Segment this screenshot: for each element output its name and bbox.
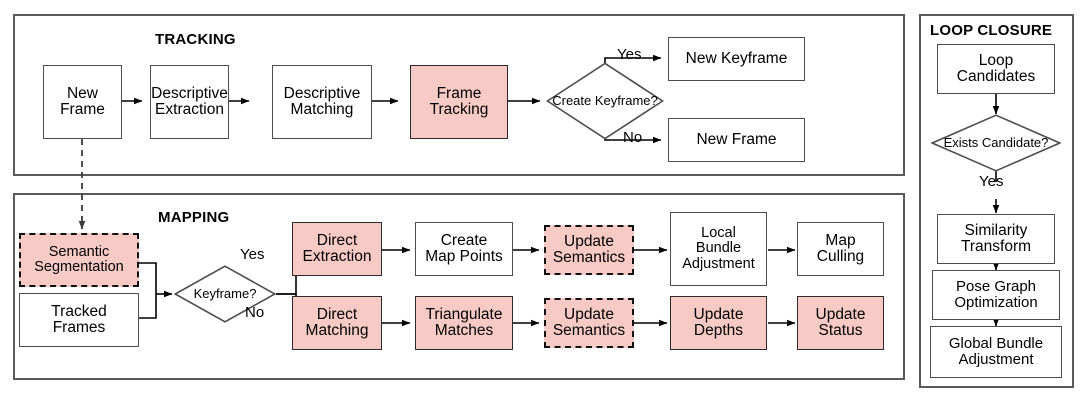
node-label-line2: Status (818, 322, 863, 339)
edge-label-yes-loop-closure: Yes (979, 173, 1004, 190)
node-create-map-points[interactable]: Create Map Points (415, 222, 513, 276)
node-semantic-segmentation[interactable]: Semantic Segmentation (19, 233, 139, 287)
node-direct-extraction[interactable]: Direct Extraction (292, 222, 382, 276)
node-label-line1: Update (564, 232, 614, 250)
node-label-line1: New (66, 84, 98, 102)
node-label-line2: Depths (693, 322, 744, 339)
decision-label: Exists Candidate? (944, 136, 1049, 149)
node-label-line1: New Keyframe (685, 49, 788, 67)
decision-label-line1: Exists (943, 135, 979, 151)
node-label-line2: Matching (290, 101, 354, 118)
node-label-line1: Descriptive (283, 84, 361, 102)
node-label-line1: Direct (316, 305, 358, 323)
diamond-shape (174, 265, 276, 323)
node-descriptive-extraction[interactable]: Descriptive Extraction (150, 65, 229, 139)
node-label-line1: Tracked (51, 302, 107, 320)
node-label-line2: Adjustment (958, 351, 1034, 368)
edge-label-yes-tracking: Yes (617, 46, 642, 63)
node-label-line2: Extraction (155, 101, 224, 118)
panel-title-tracking: TRACKING (155, 31, 236, 48)
node-label-line1: Local (701, 225, 736, 242)
node-label-line2: Matching (305, 322, 369, 339)
node-label-line1: New Frame (696, 130, 777, 148)
node-label-line1: Frame (436, 84, 482, 102)
node-label-line1: Update (693, 305, 744, 323)
node-label-line1: Similarity (964, 221, 1028, 239)
node-tracked-frames[interactable]: Tracked Frames (19, 293, 139, 347)
node-label-line1: Update (564, 305, 614, 323)
node-label-line2: Candidates (956, 68, 1036, 85)
node-similarity-transform[interactable]: Similarity Transform (937, 214, 1055, 264)
diamond-shape (546, 62, 664, 140)
node-loop-candidates[interactable]: Loop Candidates (937, 44, 1055, 94)
node-label-line1: Global Bundle (948, 335, 1044, 353)
node-direct-matching[interactable]: Direct Matching (292, 296, 382, 350)
node-map-culling[interactable]: Map Culling (797, 222, 884, 276)
node-label-line1: Create (440, 231, 488, 249)
node-label-line1: Loop (978, 51, 1014, 69)
node-global-bundle-adjustment[interactable]: Global Bundle Adjustment (930, 326, 1062, 378)
node-label-line1: Descriptive (151, 84, 228, 102)
node-label-line2: Culling (816, 248, 865, 265)
decision-label-line1: Create (552, 93, 592, 109)
node-label-line2: Tracking (429, 101, 489, 118)
node-label-line3: Adjustment (682, 255, 755, 272)
node-update-semantics-bottom[interactable]: Update Semantics (544, 298, 634, 348)
decision-label: Keyframe? (194, 287, 257, 300)
node-label-line2: Optimization (954, 294, 1038, 311)
decision-label-line2: Candidate? (981, 135, 1049, 151)
edge-label-no-tracking: No (623, 129, 643, 146)
node-label-line2: Map Points (425, 248, 503, 265)
node-label-line2: Frames (52, 319, 106, 336)
node-pose-graph-optimization[interactable]: Pose Graph Optimization (932, 270, 1060, 320)
decision-label: Create Keyframe? (552, 94, 658, 107)
node-new-keyframe[interactable]: New Keyframe (668, 37, 805, 81)
node-update-semantics-top[interactable]: Update Semantics (544, 225, 634, 275)
node-label-line2: Segmentation (34, 259, 124, 275)
panel-title-loop-closure: LOOP CLOSURE (930, 22, 1053, 39)
node-label-line1: Map (825, 231, 856, 249)
node-label-line2: Semantics (552, 249, 626, 266)
node-label-line1: Direct (316, 231, 358, 249)
edge-label-no-mapping: No (245, 304, 265, 321)
node-label-line1: Pose Graph (955, 278, 1037, 296)
node-frame-tracking[interactable]: Frame Tracking (410, 65, 508, 139)
node-label-line2: Bundle (695, 240, 742, 257)
node-descriptive-matching[interactable]: Descriptive Matching (272, 65, 372, 139)
node-update-status[interactable]: Update Status (797, 296, 884, 350)
node-local-bundle-adjustment[interactable]: Local Bundle Adjustment (670, 212, 767, 286)
decision-keyframe[interactable]: Keyframe? (174, 265, 276, 323)
node-label-line1: Semantic (48, 243, 110, 260)
node-update-depths[interactable]: Update Depths (670, 296, 767, 350)
node-new-frame[interactable]: New Frame (43, 65, 122, 139)
node-label-line1: Update (815, 305, 866, 323)
decision-label-line1: Keyframe? (193, 286, 257, 302)
node-label-line2: Frame (60, 101, 105, 118)
diamond-shape (931, 114, 1061, 172)
decision-create-keyframe[interactable]: Create Keyframe? (546, 62, 664, 140)
node-new-frame-out[interactable]: New Frame (668, 118, 805, 162)
node-label-line2: Matches (434, 322, 494, 339)
panel-title-mapping: MAPPING (158, 209, 230, 226)
node-label-line2: Extraction (302, 248, 372, 265)
decision-exists-candidate[interactable]: Exists Candidate? (931, 114, 1061, 172)
edge-label-yes-mapping: Yes (240, 246, 265, 263)
node-label-line2: Transform (960, 238, 1032, 255)
decision-label-line2: Keyframe? (594, 93, 658, 109)
node-label-line1: Triangulate (425, 305, 503, 323)
node-triangulate-matches[interactable]: Triangulate Matches (415, 296, 513, 350)
node-label-line2: Semantics (552, 322, 626, 339)
